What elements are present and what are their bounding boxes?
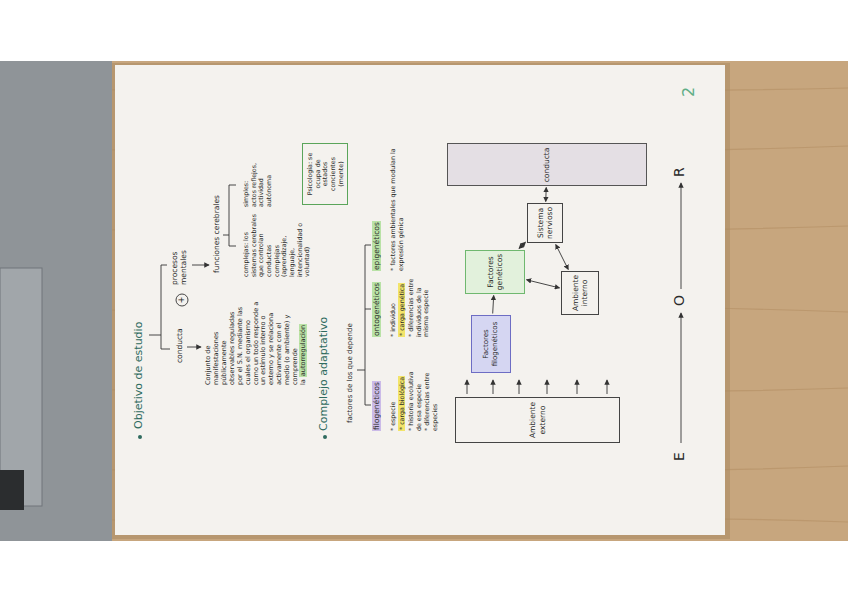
note-label: * historia evolutiva de esa especie — [407, 365, 422, 431]
down-arrow — [187, 347, 201, 348]
box-text: Psicología: se ocupa de estados concient… — [306, 147, 344, 201]
handwritten-text: factores de los que depende — [346, 323, 354, 423]
handwritten-text: O — [671, 295, 687, 306]
tree-bracket — [149, 265, 170, 349]
note-label: Conjunto de manifestaciones públicamente… — [205, 301, 308, 385]
note-label: + — [177, 295, 187, 305]
connector-arrow — [493, 296, 494, 314]
handwritten-text: ontogenéticos — [372, 282, 381, 337]
box-text: Factores filogenéticos — [482, 319, 499, 369]
note-label: R — [671, 167, 688, 177]
handwritten-text: filogenéticos — [372, 381, 381, 431]
note-label: * carga biológica — [398, 365, 406, 431]
eor-arrow — [681, 313, 682, 443]
wood-table — [0, 61, 848, 541]
note-label: epigenéticos — [372, 221, 381, 271]
handwritten-text: * diferencias entre individuos de la mis… — [407, 279, 429, 337]
diagram-box: Factores genéticos — [465, 250, 525, 294]
bullet-dot — [138, 435, 142, 439]
handwritten-text: procesos mentales — [170, 250, 188, 285]
highlighted-text: autorregulación — [299, 324, 307, 377]
connector-arrow — [527, 280, 560, 288]
plus-circle — [176, 294, 188, 306]
diagram-box: Ambiente interno — [561, 271, 599, 315]
handwritten-text: Objetivo de estudio — [132, 322, 145, 429]
stimulus-arrow — [493, 380, 494, 394]
down-arrow — [192, 265, 209, 266]
handwritten-text: * especie — [389, 402, 396, 431]
diagram-box: Factores filogenéticos — [471, 315, 511, 373]
diagram-box: Ambiente externo — [455, 397, 620, 443]
box-text: conducta — [542, 148, 551, 183]
bullet-dot — [323, 435, 327, 439]
note-label: factores de los que depende — [346, 323, 355, 423]
eor-arrow — [681, 183, 682, 289]
stimulus-arrow — [577, 380, 578, 394]
note-label: conducta — [175, 328, 184, 363]
note-label: * especie — [389, 365, 397, 431]
handwritten-text: Conjunto de manifestaciones públicamente… — [204, 302, 307, 385]
box-text: Ambiente interno — [571, 275, 589, 311]
arrows — [187, 183, 681, 443]
handwritten-text: * factores ambientales que modulan la ex… — [389, 148, 404, 271]
handwritten-text: complejas: los sistemas cerebrales que c… — [242, 214, 310, 277]
brackets — [149, 185, 371, 405]
handwritten-text: simples: actos reflejos, actividad autón… — [242, 163, 272, 207]
tree-bracket — [223, 185, 236, 246]
box-text: Factores genéticos — [486, 254, 504, 290]
handwritten-text: conducta — [175, 328, 184, 363]
note-label: E — [671, 452, 688, 461]
note-label: * factores ambientales que modulan la ex… — [389, 121, 404, 271]
note-label: * individuo — [389, 275, 397, 337]
page-content: Objetivo de estudio conducta + procesos men… — [115, 65, 725, 535]
handwritten-text: E — [671, 452, 687, 461]
note-label: 2 — [679, 87, 699, 97]
paper-shadow — [112, 63, 730, 539]
handwritten-text: * diferencias entre especies — [423, 373, 438, 431]
note-label: * diferencias entre especies — [423, 365, 438, 431]
diagram-box: conducta — [447, 144, 647, 187]
handwritten-text: * carga genética — [398, 283, 405, 337]
tree-bracket — [357, 245, 371, 405]
handwritten-text: funciones cerebrales — [212, 195, 221, 273]
note-label: * carga genética — [398, 275, 406, 337]
handwritten-text: * individuo — [389, 303, 396, 337]
box-text: Sistema nervioso — [536, 207, 554, 239]
handwritten-text: epigenéticos — [372, 221, 381, 271]
note-label: filogenéticos — [372, 381, 381, 431]
diagram-box: Sistema nervioso — [527, 203, 563, 243]
stimulus-arrow — [607, 380, 608, 394]
connector-arrow — [556, 245, 569, 270]
handwritten-text: 2 — [679, 87, 698, 97]
note-label: Objetivo de estudio — [132, 322, 145, 429]
handwritten-text: R — [671, 167, 687, 177]
laptop — [0, 61, 112, 541]
box-text: Ambiente externo — [528, 401, 546, 439]
note-label: ontogenéticos — [372, 282, 381, 337]
connector-arrow — [519, 242, 526, 248]
stimulus-arrow — [547, 380, 548, 394]
connector-arrow — [545, 188, 546, 202]
note-label: Complejo adaptativo — [317, 317, 330, 431]
laptop-key — [0, 470, 24, 510]
handwritten-text: * carga biológica — [398, 376, 405, 431]
note-label: complejas: los sistemas cerebrales que c… — [242, 213, 311, 277]
note-label: procesos mentales — [170, 241, 188, 285]
note-label: simples: actos reflejos, actividad autón… — [242, 163, 273, 207]
notebook-page — [115, 65, 725, 535]
stimulus-arrow — [467, 380, 468, 394]
diagram-box: Psicología: se ocupa de estados concient… — [302, 143, 348, 205]
note-label: * diferencias entre individuos de la mis… — [407, 275, 430, 337]
note-label: funciones cerebrales — [212, 195, 221, 273]
note-label: O — [671, 295, 688, 306]
stimulus-arrow — [519, 380, 520, 394]
handwritten-text: Complejo adaptativo — [317, 317, 330, 431]
handwritten-text: + — [177, 297, 186, 304]
handwritten-text: * historia evolutiva de esa especie — [407, 371, 422, 431]
